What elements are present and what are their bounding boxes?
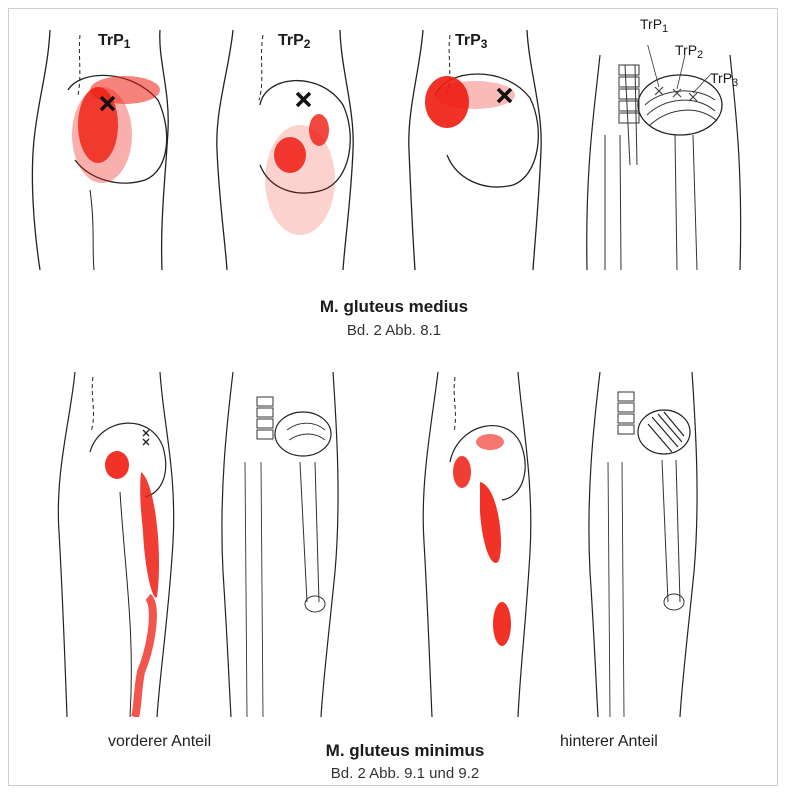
anatomy-trp2-label: TrP2: [675, 42, 703, 61]
posterior-part-label: hinterer Anteil: [560, 733, 658, 751]
anterior-part-label: vorderer Anteil: [108, 733, 211, 751]
gluteus-medius-title: M. gluteus medius: [244, 297, 544, 317]
trigger-point-cross: [297, 93, 310, 106]
gluteus-minimus-subtitle: Bd. 2 Abb. 9.1 und 9.2: [255, 765, 555, 782]
gluteus-medius-subtitle: Bd. 2 Abb. 8.1: [244, 322, 544, 339]
trp1-label: TrP1: [98, 32, 130, 51]
gluteus-medius-trp3-figure: [395, 30, 555, 270]
gluteus-medius-trp2-figure: [205, 30, 365, 270]
gluteus-medius-trp1-figure: [20, 30, 180, 270]
gluteus-minimus-anterior-anatomy-figure: [215, 372, 345, 717]
gluteus-minimus-posterior-anatomy-figure: [580, 372, 710, 717]
trp2-label: TrP2: [278, 32, 310, 51]
trp3-label: TrP3: [455, 32, 487, 51]
gluteus-minimus-anterior-pain-figure: [45, 372, 195, 717]
gluteus-minimus-posterior-pain-figure: [410, 372, 560, 717]
gluteus-minimus-title: M. gluteus minimus: [255, 741, 555, 761]
anatomy-trp1-label: TrP1: [640, 16, 668, 35]
anatomy-trp3-label: TrP3: [710, 70, 738, 89]
